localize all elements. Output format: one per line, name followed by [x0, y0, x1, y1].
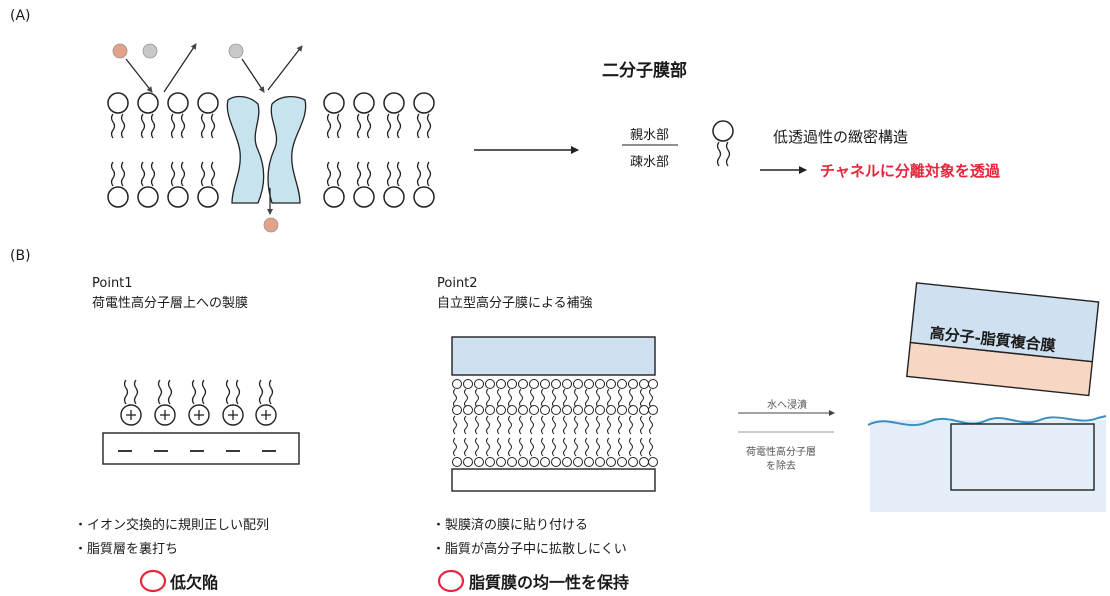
- molecule-particle: [142, 43, 158, 59]
- step-remove-line2: を除去: [766, 461, 796, 472]
- freestanding-polymer-film: [451, 336, 656, 376]
- panel-a-label: (A): [10, 8, 31, 24]
- point2-title: Point2: [437, 276, 478, 291]
- point1-result-marker: [139, 569, 167, 593]
- point2-result: 脂質膜の均一性を保持: [469, 573, 630, 592]
- point1-diagram: [102, 379, 300, 593]
- point2-substrate: [451, 468, 656, 492]
- composite-membrane-scene: [867, 282, 1107, 512]
- point1-result: 低欠陥: [170, 573, 219, 592]
- hydrophilic-label: 親水部: [630, 128, 670, 143]
- point2-subtitle: 自立型高分子膜による補強: [437, 296, 593, 311]
- step-immerse-text: 水へ浸漬: [767, 400, 807, 411]
- step-remove-line1: 荷電性高分子層: [746, 447, 816, 458]
- molecules: [112, 43, 303, 233]
- water-region: [870, 420, 1106, 512]
- point1-bullet-2: ・脂質層を裏打ち: [74, 542, 179, 557]
- lipid-legend: [622, 120, 807, 174]
- water-surface: [867, 415, 1107, 427]
- process-arrows: [738, 410, 835, 433]
- point1-subtitle: 荷電性高分子層上への製膜: [92, 296, 249, 311]
- panel-b-label: (B): [10, 248, 31, 264]
- bilayer-right: [323, 92, 435, 208]
- point2-bullet-2: ・脂質が高分子中に拡散しにくい: [432, 542, 627, 557]
- hydrophobic-label: 疎水部: [630, 155, 670, 170]
- charged-polymer-layer: [102, 432, 300, 465]
- point2-result-marker: [437, 569, 465, 593]
- point1-bullet-1: ・イオン交換的に規則正しい配列: [74, 518, 270, 533]
- ion-particle: [263, 217, 279, 233]
- submerged-layer: [950, 423, 1095, 491]
- channel-permeation-text: チャネルに分離対象を透過: [820, 162, 1000, 180]
- bilayer-title: 二分子膜部: [602, 61, 687, 81]
- ion-particle: [112, 43, 128, 59]
- dense-structure-text: 低透過性の緻密構造: [773, 128, 909, 146]
- bilayer-left: [107, 92, 219, 208]
- molecule-particle: [228, 43, 244, 59]
- point1-title: Point1: [92, 276, 133, 291]
- composite-polymer-layer: [909, 282, 1100, 363]
- channel-protein: [226, 95, 307, 204]
- point2-bullet-1: ・製膜済の膜に貼り付ける: [432, 518, 589, 533]
- point2-diagram: [437, 336, 658, 593]
